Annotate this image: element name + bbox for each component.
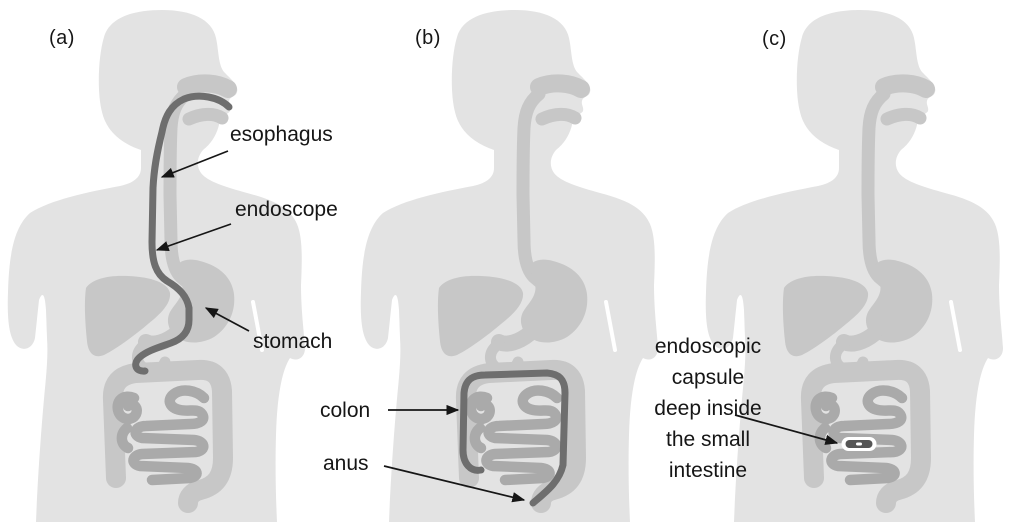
stomach-arrow [204,307,250,332]
capsule-caption-line: endoscopic [654,335,762,358]
capsule-arrow [734,414,839,445]
colon-label: colon [320,399,371,422]
anus-label: anus [323,452,369,475]
endoscope-label: endoscope [235,198,338,221]
esophagus-label: esophagus [230,123,333,146]
capsule-caption-line: capsule [671,366,745,389]
panel-letter-c: (c) [762,28,787,50]
endoscope-arrow [155,223,232,252]
stomach-label: stomach [253,330,333,353]
endoscope-tube [132,92,233,375]
panel-letter-b: (b) [415,27,441,49]
capsule-caption-line: the small [665,428,751,451]
anus-arrow [383,465,526,503]
panel-letter-a: (a) [49,27,75,49]
capsule-caption: endoscopic capsule deep inside the small… [642,331,774,486]
body-silhouette-b [361,10,658,522]
capsule-caption-line: deep inside [654,397,762,420]
endoscopic-capsule [841,437,877,451]
esophagus-arrow [160,150,229,178]
colonoscope-tube [459,369,569,507]
capsule-caption-line: intestine [668,459,748,482]
